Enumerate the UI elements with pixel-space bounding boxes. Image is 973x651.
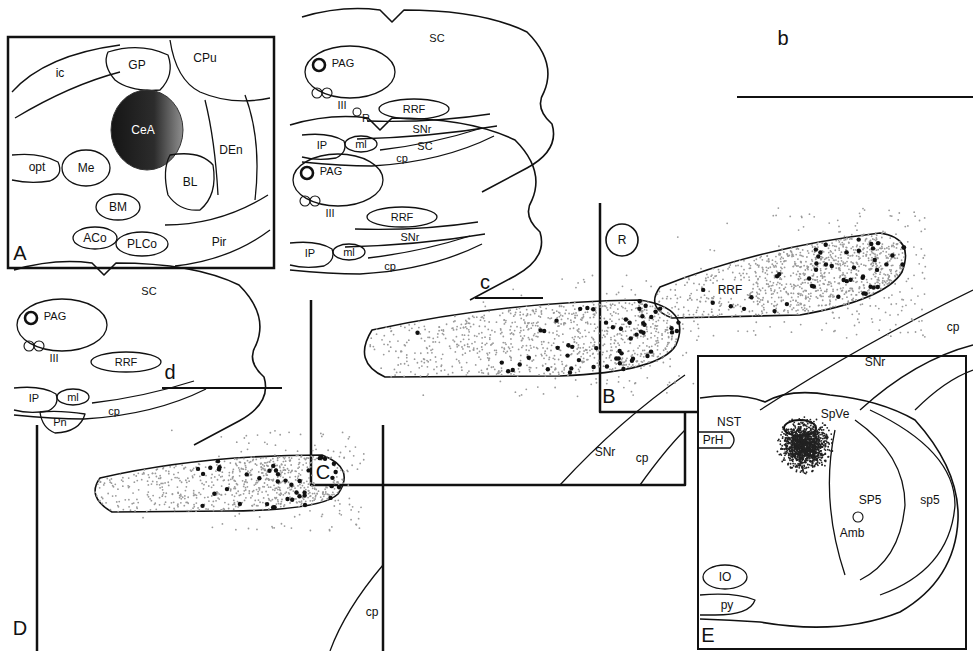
figure: icGPCPuCeADEnoptMeBLBMACoPLCoPirASCPAGII… [0,0,973,651]
